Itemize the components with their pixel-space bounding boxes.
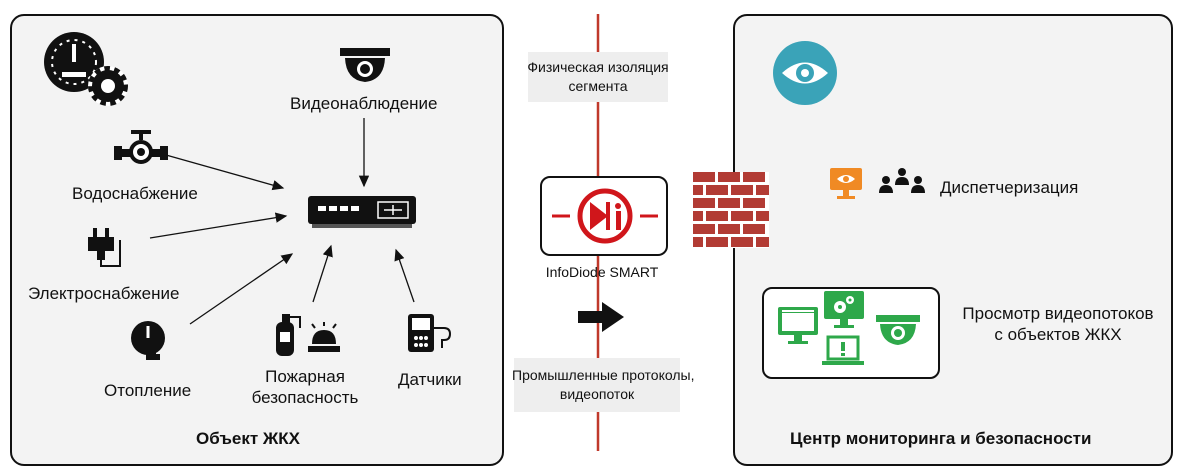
monitor-browser-icon — [778, 307, 818, 344]
valve-icon — [114, 130, 168, 164]
data-flow-arrow-icon — [578, 302, 624, 332]
connection-arrows — [149, 118, 415, 325]
camera-icon — [340, 48, 390, 82]
dispatch-monitor-icon — [830, 168, 862, 199]
node-heating-label: Отопление — [104, 381, 192, 400]
monitor-gears-icon — [824, 291, 864, 328]
node-water-label: Водоснабжение — [72, 184, 198, 203]
fire-extinguisher-icon — [276, 314, 340, 356]
operators-icon — [879, 168, 925, 193]
left-panel-title: Объект ЖКХ — [196, 429, 300, 448]
eye-logo-icon — [773, 41, 837, 105]
node-sensors-label: Датчики — [398, 370, 462, 389]
firewall-icon — [693, 172, 769, 248]
heating-gauge-icon — [131, 321, 165, 360]
node-fire-label: Пожарная безопасность — [251, 367, 359, 407]
node-power-label: Электроснабжение — [28, 284, 180, 303]
infodiode-label: InfoDiode SMART — [545, 264, 659, 280]
green-camera-icon — [876, 315, 920, 345]
network-switch-icon — [308, 196, 416, 228]
gauge-gear-icon — [44, 32, 128, 106]
node-video-label: Видеонаблюдение — [290, 94, 438, 113]
laptop-alert-icon — [822, 335, 864, 365]
video-view-box — [762, 287, 940, 379]
right-panel-title: Центр мониторинга и безопасности — [790, 429, 1092, 448]
protocols-label: Промышленные протоколы, видеопоток — [512, 367, 695, 402]
plug-icon — [88, 228, 121, 267]
protocols-label-bg — [514, 358, 680, 412]
infodiode-logo-icon — [552, 188, 658, 244]
isolation-label-bg — [528, 52, 668, 102]
dispatch-label: Диспетчеризация — [940, 178, 1079, 197]
infodiode-device — [540, 176, 668, 256]
sensor-icon — [408, 314, 452, 352]
isolation-label: Физическая изоляция сегмента — [527, 59, 669, 94]
video-view-label: Просмотр видеопотоков с объектов ЖКХ — [962, 304, 1154, 344]
